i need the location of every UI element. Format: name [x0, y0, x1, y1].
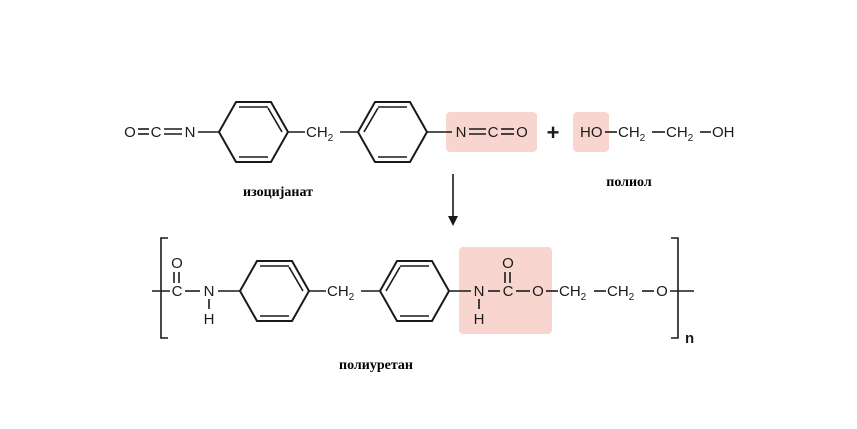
ch2-group: CH2 — [327, 283, 355, 303]
hydroxyl-oh: OH — [712, 124, 735, 141]
benzene-ring — [238, 260, 311, 322]
diisocyanate-molecule: O C N CH2 N C O — [124, 101, 528, 163]
atom-o: O — [124, 124, 136, 141]
atom-o: O — [516, 124, 528, 141]
ch2-group: CH2 — [306, 124, 334, 144]
atom-n: N — [185, 124, 196, 141]
polyurethane-repeat-unit: O C N H CH2 N H O — [152, 237, 694, 347]
reaction-arrow — [448, 174, 458, 226]
atom-n: N — [204, 283, 215, 300]
hydroxyl-ho: HO — [580, 124, 603, 141]
benzene-ring — [356, 101, 429, 163]
ch2-group: CH2 — [607, 283, 635, 303]
urethane-linkage-highlight — [459, 247, 552, 334]
benzene-ring — [378, 260, 451, 322]
atom-c: C — [151, 124, 162, 141]
atom-n: N — [456, 124, 467, 141]
atom-h: H — [474, 311, 485, 328]
ch2-group: CH2 — [666, 124, 694, 144]
atom-h: H — [204, 311, 215, 328]
left-bracket — [160, 237, 168, 339]
isocyanate-caption: изоцијанат — [243, 185, 313, 200]
polyurethane-caption: полиуретан — [339, 358, 413, 373]
atom-n: N — [474, 283, 485, 300]
benzene-ring — [217, 101, 290, 163]
polyol-molecule: HO CH2 CH2 OH — [580, 124, 735, 144]
atom-o: O — [502, 255, 514, 272]
atom-c: C — [172, 283, 183, 300]
atom-c: C — [488, 124, 499, 141]
ch2-group: CH2 — [618, 124, 646, 144]
atom-o: O — [532, 283, 544, 300]
hydroxyl-group-highlight — [573, 112, 609, 152]
plus-sign: + — [547, 120, 560, 145]
repeat-count-n: n — [685, 330, 694, 347]
ch2-group: CH2 — [559, 283, 587, 303]
atom-c: C — [503, 283, 514, 300]
atom-o: O — [171, 255, 183, 272]
polyol-caption: полиол — [606, 175, 652, 190]
isocyanate-group-highlight — [446, 112, 537, 152]
atom-o: O — [656, 283, 668, 300]
right-bracket — [671, 237, 679, 339]
